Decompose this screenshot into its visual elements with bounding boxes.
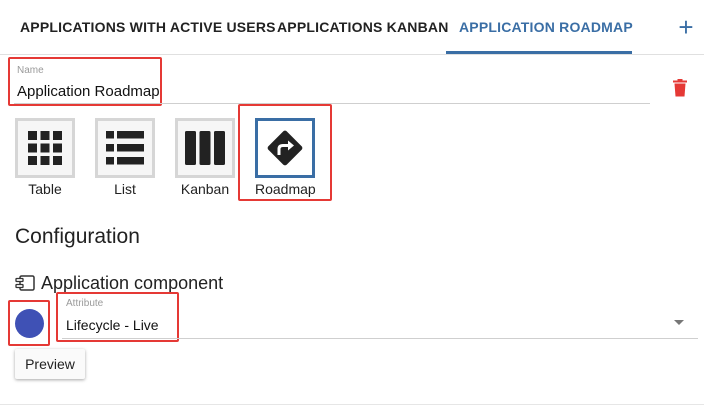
attribute-field-value[interactable]: Lifecycle - Live [66,317,159,333]
attribute-field-label: Attribute [66,298,104,309]
name-field-value[interactable]: Application Roadmap [17,83,160,100]
application-component-row: Application component [15,272,223,294]
view-option-table[interactable]: Table [15,118,75,197]
view-label-list: List [114,181,136,197]
grid-icon [28,131,62,165]
configuration-title: Configuration [15,225,140,248]
trash-icon[interactable] [672,79,688,97]
view-option-roadmap[interactable]: Roadmap [255,118,316,197]
view-tile-table[interactable] [15,118,75,178]
application-component-label: Application component [41,272,224,293]
view-tile-list[interactable] [95,118,155,178]
view-option-list[interactable]: List [95,118,155,197]
component-icon [15,275,35,291]
view-label-table: Table [28,181,62,197]
view-tile-kanban[interactable] [175,118,235,178]
view-label-kanban: Kanban [180,181,230,197]
tab-application-roadmap[interactable]: APPLICATION ROADMAP [459,19,633,35]
tab-bar: APPLICATIONS WITH ACTIVE USERS APPLICATI… [0,0,704,55]
view-label-roadmap: Roadmap [255,181,316,197]
tab-applications-kanban[interactable]: APPLICATIONS KANBAN [277,19,449,35]
color-picker-swatch[interactable] [15,309,44,338]
attribute-field[interactable]: Attribute Lifecycle - Live [56,292,179,342]
roadmap-highlight-box [238,104,332,201]
name-field[interactable]: Name Application Roadmap [8,57,162,106]
name-field-label: Name [17,65,44,76]
view-option-kanban[interactable]: Kanban [175,118,235,197]
color-picker-highlight [8,300,50,346]
add-tab-button[interactable]: + [678,12,694,42]
attribute-field-underline [62,338,698,339]
columns-icon [185,131,225,165]
name-field-underline [14,103,650,104]
list-icon [106,131,144,165]
panel-divider [0,404,704,405]
view-tile-roadmap[interactable] [255,118,315,178]
chevron-down-icon[interactable] [674,320,684,325]
tab-applications-with-active-users[interactable]: APPLICATIONS WITH ACTIVE USERS [20,19,276,35]
roadmap-sign-icon [267,130,303,166]
active-tab-indicator [446,51,632,54]
preview-button[interactable]: Preview [15,349,85,379]
